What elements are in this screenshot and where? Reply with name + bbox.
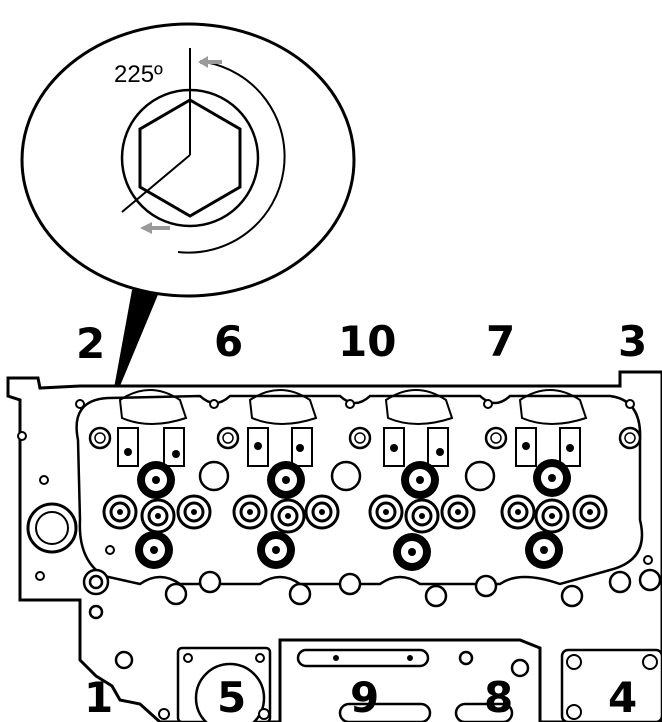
cylinder-head <box>6 370 662 722</box>
magnifier-pointer <box>110 285 162 410</box>
sequence-label-7: 7 <box>486 317 515 366</box>
slot-9 <box>296 648 430 668</box>
rotation-arc <box>177 61 286 254</box>
cover-plate-4 <box>560 648 662 722</box>
sequence-label-9: 9 <box>350 673 379 722</box>
sequence-label-2: 2 <box>76 319 105 368</box>
torque-sequence-labels: 2 6 10 7 3 1 5 9 8 4 <box>76 317 647 722</box>
sequence-label-6: 6 <box>214 317 243 366</box>
sequence-label-8: 8 <box>484 673 513 722</box>
sequence-label-1: 1 <box>84 673 113 722</box>
end-reference-line <box>121 154 191 213</box>
sequence-label-4: 4 <box>608 673 637 722</box>
sequence-label-10: 10 <box>338 317 396 366</box>
detail-magnifier: 225º <box>20 22 356 410</box>
hex-bolt-head-icon <box>138 98 242 218</box>
sequence-label-3: 3 <box>618 317 647 366</box>
angle-label: 225º <box>114 61 163 88</box>
sequence-label-5: 5 <box>217 673 246 722</box>
